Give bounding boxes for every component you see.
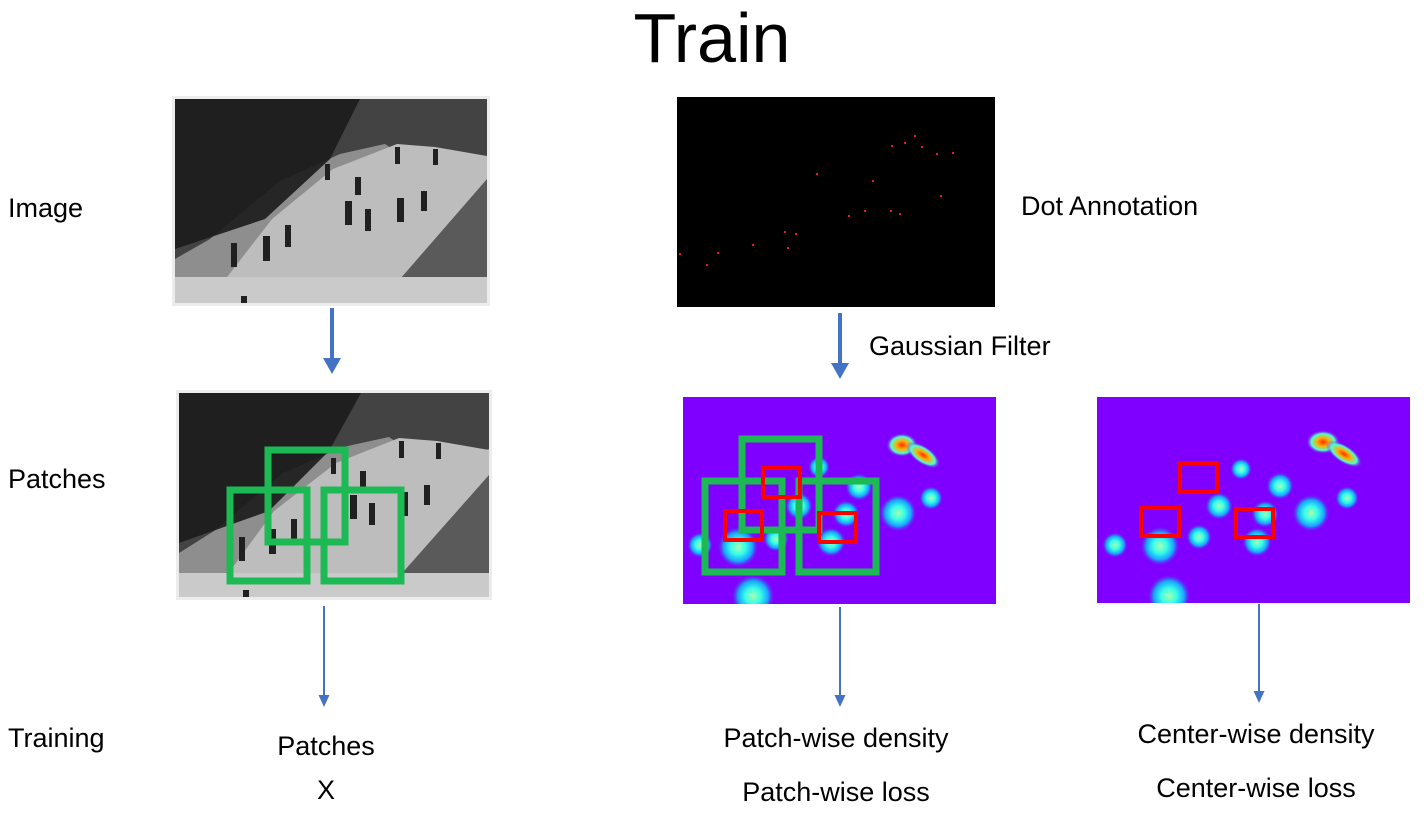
patches-image xyxy=(176,390,492,600)
patch-wise-density-map xyxy=(683,397,996,604)
patch-wise-density-arrow xyxy=(834,607,846,707)
gaussian-filter-arrow xyxy=(831,313,849,379)
image-to-patches-arrow xyxy=(323,308,341,374)
middle-output-line-1: Patch-wise density xyxy=(723,723,949,753)
right-output-line-1: Center-wise density xyxy=(1137,719,1375,749)
center-wise-density-map xyxy=(1097,397,1410,603)
middle-output-line-2: Patch-wise loss xyxy=(742,777,930,807)
row-label-training: Training xyxy=(8,723,105,753)
row-label-image: Image xyxy=(8,193,84,223)
row-label-patches: Patches xyxy=(8,464,106,494)
dot-annotation-image xyxy=(677,97,995,307)
center-wise-density-arrow xyxy=(1253,604,1265,703)
right-output-line-2: Center-wise loss xyxy=(1156,773,1356,803)
diagram-title: Train xyxy=(633,0,791,77)
left-output-line-1: Patches xyxy=(277,731,375,761)
gaussian-filter-label: Gaussian Filter xyxy=(869,331,1051,361)
crowd-image xyxy=(172,96,490,306)
dot-annotation-label: Dot Annotation xyxy=(1021,191,1199,221)
patches-to-training-arrow xyxy=(318,606,330,707)
left-output-line-2: X xyxy=(316,775,335,805)
